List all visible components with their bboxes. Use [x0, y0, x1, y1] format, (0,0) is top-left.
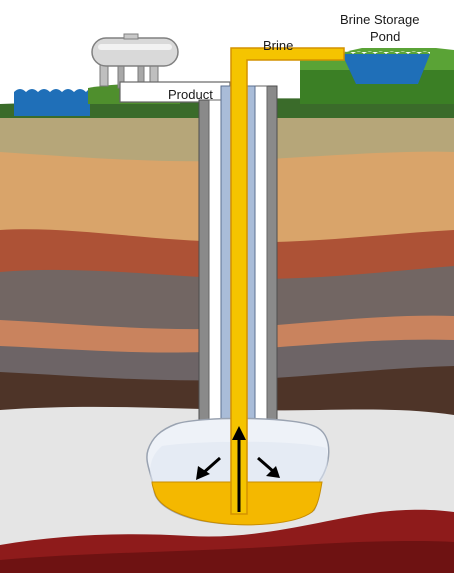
brine-storage-label-line1: Brine Storage: [340, 12, 420, 27]
left-water: [14, 88, 90, 116]
brine-label: Brine: [263, 38, 293, 53]
storage-tank: [92, 34, 178, 88]
product-label: Product: [168, 87, 213, 102]
brine-storage-label-line2: Pond: [370, 29, 400, 44]
